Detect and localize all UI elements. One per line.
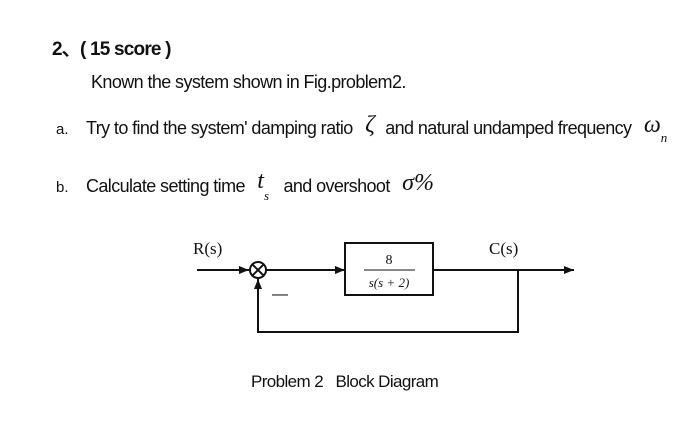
item-a-text-before: Try to find the system' damping ratio [86, 118, 353, 138]
damping-ratio-symbol: ζ [365, 112, 375, 138]
summing-junction [249, 261, 267, 279]
item-b-marker: b. [56, 179, 69, 196]
transfer-function-block: 8 s(s + 2) [344, 242, 434, 296]
tf-denominator: s(s + 2) [369, 275, 410, 290]
feedback-sign: — [272, 286, 288, 303]
tf-numerator: 8 [386, 253, 393, 268]
diagram-caption: Problem 2 Block Diagram [251, 372, 439, 391]
problem-intro: Known the system shown in Fig.problem2. [91, 72, 406, 92]
item-a: a.Try to find the system' damping ratio … [56, 112, 667, 145]
item-b-text-before: Calculate setting time [86, 176, 245, 196]
item-a-text-middle: and natural undamped frequency [385, 118, 632, 138]
settling-time-symbol: t [257, 168, 264, 194]
natural-frequency-subscript: n [660, 130, 668, 145]
feedback-path [257, 270, 519, 333]
input-label: R(s) [193, 239, 222, 258]
item-b-text-middle: and overshoot [283, 176, 390, 196]
natural-frequency-symbol: ω [643, 112, 661, 138]
item-a-marker: a. [56, 121, 69, 138]
problem-heading: 2、( 15 score ) [52, 39, 172, 60]
settling-time-subscript: s [263, 188, 270, 203]
output-label: C(s) [489, 239, 518, 258]
item-b: b. Calculate setting time ts and overshoo… [56, 168, 434, 203]
overshoot-symbol: σ% [402, 170, 434, 196]
